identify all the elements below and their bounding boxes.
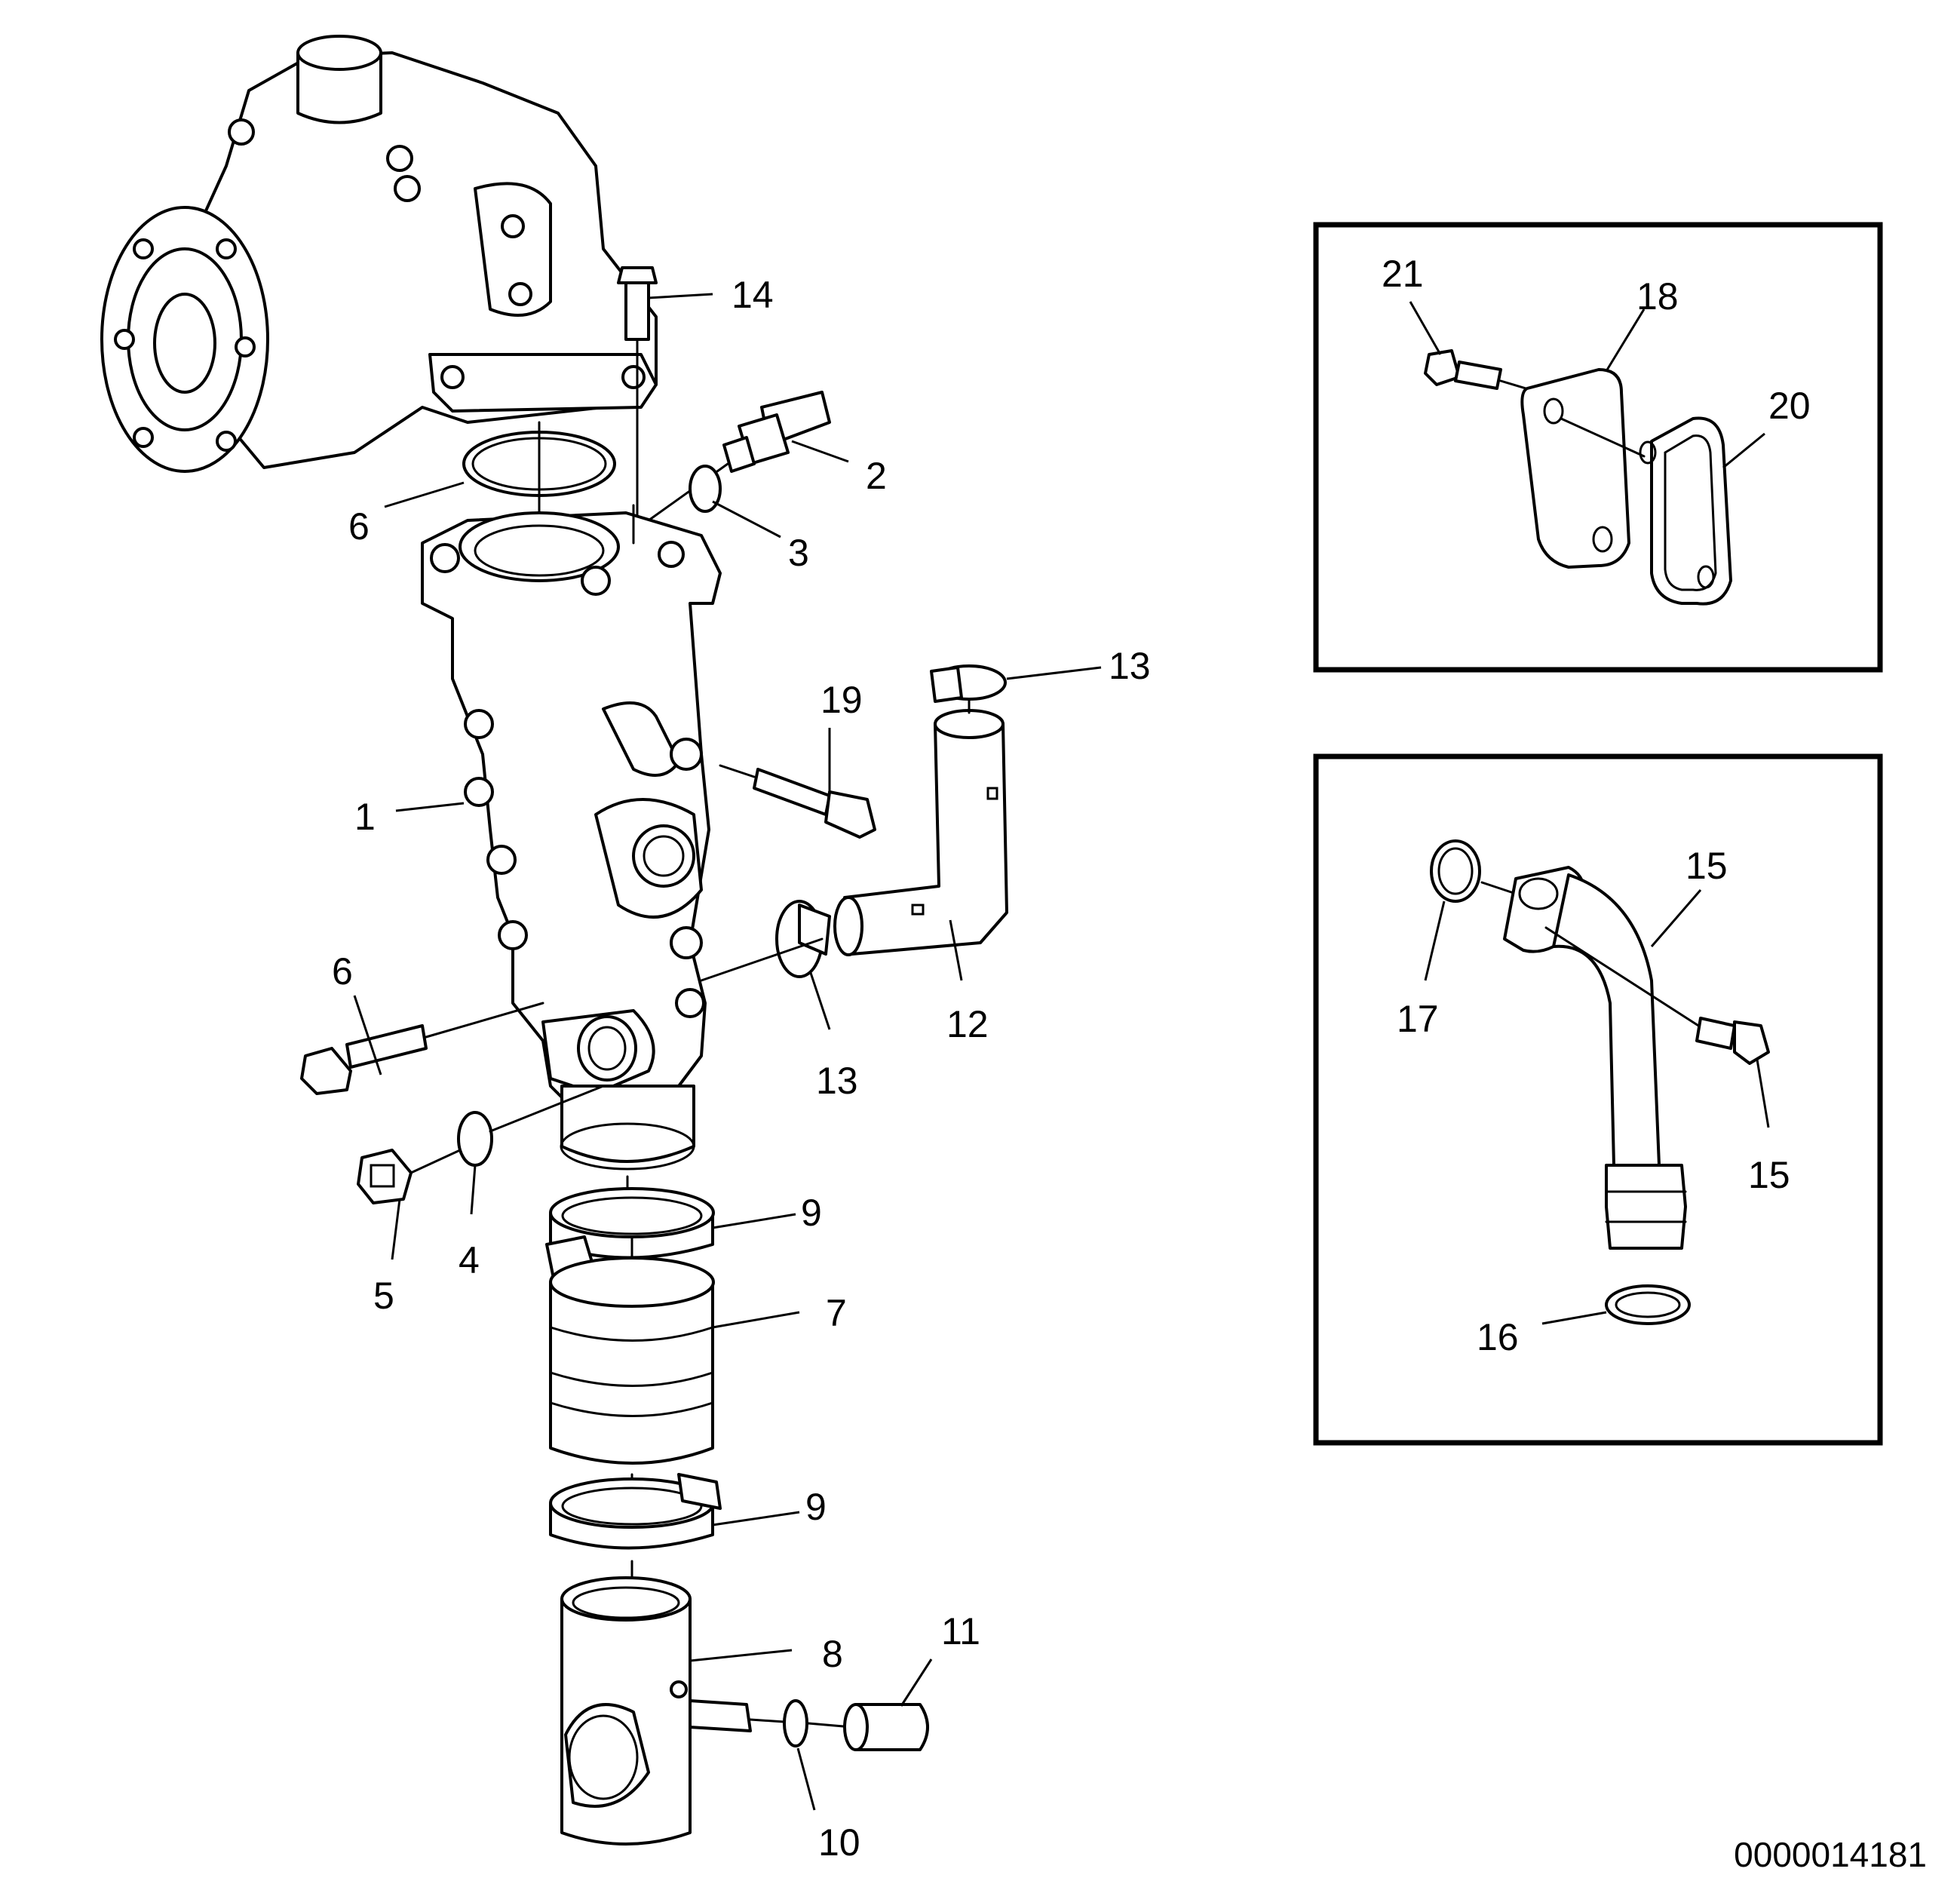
- hose-clamp-9-upper: [545, 1187, 715, 1284]
- hose-clamp-9-lower: [549, 1473, 722, 1593]
- bypass-hose-12: [833, 709, 1008, 956]
- water-pump: [100, 35, 658, 473]
- hose-clamp-13-upper: [930, 664, 1007, 714]
- callout-1: 1: [354, 796, 376, 838]
- bolt-19: [719, 764, 876, 839]
- hose-clamp-13-lower: [700, 900, 831, 982]
- callout-14: 14: [732, 274, 774, 316]
- thermostat-housing-1: [421, 504, 722, 1110]
- plug-5: [357, 1149, 462, 1204]
- callout-15-bolt: 15: [1748, 1154, 1790, 1196]
- callout-6-side: 6: [332, 950, 353, 993]
- callout-11: 11: [941, 1610, 980, 1652]
- callout-8: 8: [822, 1633, 843, 1675]
- inset-pipe-assembly: [1313, 753, 1883, 1446]
- bolt-21: [1424, 349, 1540, 394]
- callout-13-lower: 13: [816, 1060, 858, 1102]
- callout-16: 16: [1477, 1316, 1519, 1358]
- callout-21: 21: [1382, 253, 1424, 295]
- callout-13-upper: 13: [1109, 645, 1151, 687]
- callout-7: 7: [826, 1292, 847, 1334]
- callout-10: 10: [818, 1821, 860, 1864]
- pipe-8: [560, 1576, 692, 1846]
- nipple-fitting: [689, 1699, 786, 1732]
- bolt-6-side: [300, 1002, 544, 1095]
- callout-9-upper: 9: [801, 1192, 822, 1234]
- callout-2: 2: [866, 455, 887, 497]
- clip-10: [783, 1699, 808, 1747]
- callout-20: 20: [1768, 385, 1811, 427]
- inset-cover-plate: [1313, 222, 1883, 673]
- callout-19: 19: [821, 679, 863, 721]
- callout-5: 5: [373, 1275, 394, 1317]
- callout-4: 4: [459, 1239, 480, 1281]
- o-ring-3: [689, 465, 722, 513]
- callout-12: 12: [946, 1003, 989, 1045]
- bolt-15: [1695, 1017, 1770, 1065]
- gasket-20: [1639, 416, 1732, 606]
- cover-plate-18: [1520, 368, 1646, 569]
- cap-11: [807, 1703, 929, 1751]
- hose-7: [549, 1256, 715, 1465]
- document-number: 0000014181: [1734, 1835, 1927, 1874]
- pipe-15: [1503, 866, 1706, 1250]
- callout-18: 18: [1636, 275, 1679, 318]
- callout-15-pipe: 15: [1685, 845, 1728, 887]
- leader-lines: [353, 293, 1770, 1811]
- callout-6-top: 6: [348, 505, 370, 548]
- housing-outlet: [560, 1085, 695, 1208]
- bolt-14: [617, 266, 658, 545]
- callout-17: 17: [1397, 998, 1439, 1040]
- seal-ring-4: [457, 1111, 493, 1167]
- callout-3: 3: [788, 532, 809, 574]
- callout-9-lower: 9: [805, 1486, 827, 1528]
- temperature-sensor-2: [647, 391, 831, 522]
